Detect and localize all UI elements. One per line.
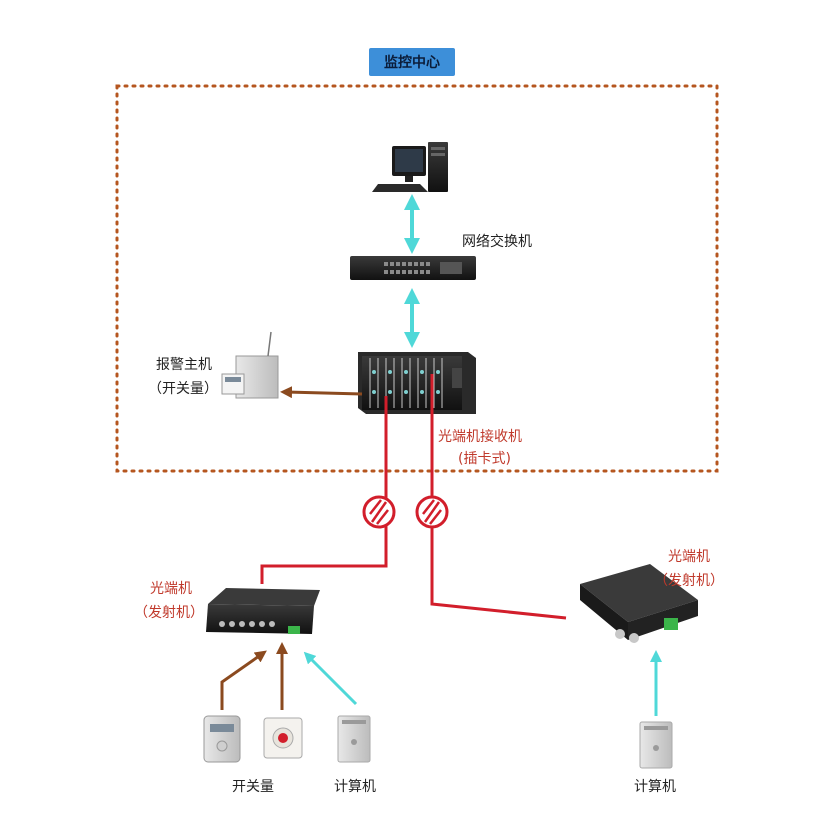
optical-receiver-rack-icon — [358, 352, 476, 414]
switch-sensors-label: 开关量 — [232, 779, 274, 795]
fiber-line-right — [430, 374, 567, 620]
transmitter-left-sublabel: （发射机） — [134, 605, 204, 621]
receiver-sublabel: (插卡式) — [458, 451, 511, 467]
alarm-host-label: 报警主机 — [156, 357, 212, 373]
alarm-host-icon — [221, 331, 279, 399]
fiber-symbol-right-icon — [415, 495, 449, 529]
computer-tower-right-icon — [639, 721, 673, 769]
optical-transmitter-left-icon — [206, 588, 320, 634]
computer-tower-left-icon — [337, 715, 371, 763]
fiber-symbol-left-icon — [362, 495, 396, 529]
transmitter-left-label: 光端机 — [150, 581, 192, 597]
monitoring-center-boundary — [115, 84, 719, 473]
monitoring-center-title: 监控中心 — [369, 48, 455, 76]
alarm-host-sublabel: （开关量） — [148, 381, 218, 397]
optical-transmitter-right-icon — [580, 564, 698, 643]
smoke-detector-icon — [203, 715, 241, 763]
computer-left-label: 计算机 — [334, 779, 376, 795]
computer-right-label: 计算机 — [634, 779, 676, 795]
smoke-sensor-link — [220, 650, 267, 710]
transmitter-right-sublabel: （发射机） — [654, 573, 724, 589]
fiber-line-left — [260, 396, 388, 584]
emergency-button-icon — [263, 717, 303, 759]
transmitter-right-label: 光端机 — [668, 549, 710, 565]
network-switch-icon — [350, 256, 476, 280]
switch-label: 网络交换机 — [462, 234, 532, 250]
monitor-computer-icon — [372, 142, 448, 192]
receiver-label: 光端机接收机 — [438, 429, 522, 445]
receiver-alarm-link — [280, 386, 363, 399]
computer-left-link — [303, 651, 358, 706]
